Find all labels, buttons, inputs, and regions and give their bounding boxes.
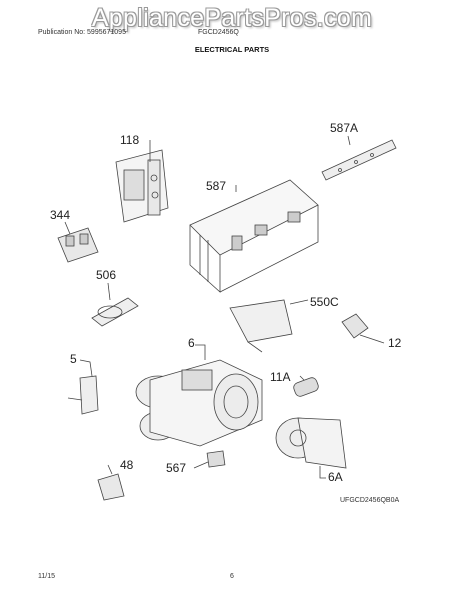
publication-number: Publication No: 5995671095 [38,29,126,36]
page-number: 6 [230,573,234,580]
callout-12: 12 [388,336,402,350]
part-567-block [193,450,226,469]
footer-date: 11/15 [38,573,55,580]
part-344-connector [57,221,99,263]
watermark-logo: AppliancePartsPros.com [91,4,373,32]
callout-6: 6 [188,336,195,350]
callout-506: 506 [96,268,117,282]
page-title: ELECTRICAL PARTS [194,45,270,54]
callout-11A: 11A [270,370,291,384]
callout-48: 48 [120,458,134,472]
part-5-valve [67,359,99,415]
model-number: FGCD2456Q [198,29,239,36]
callout-587: 587 [206,179,227,193]
part-6-pump-assembly [135,344,263,447]
callout-344: 344 [50,208,71,222]
callout-587A: 587A [330,121,359,135]
part-12-switch [341,313,385,344]
part-506-sensor [91,282,139,327]
part-118-control-panel [115,140,169,223]
callout-118: 118 [120,133,140,147]
callout-5: 5 [70,352,77,366]
part-6A-heater-pump [275,417,347,479]
part-587A-board [321,135,397,181]
part-48-thermistor [97,464,125,501]
part-587-main-board [189,179,319,293]
part-11A-motor [293,375,319,397]
part-550C-cover [229,299,309,353]
callout-6A: 6A [328,470,343,484]
callout-550C: 550C [310,295,339,309]
figure-code: UFGCD2456QB0A [340,497,400,504]
callout-567: 567 [166,461,187,475]
